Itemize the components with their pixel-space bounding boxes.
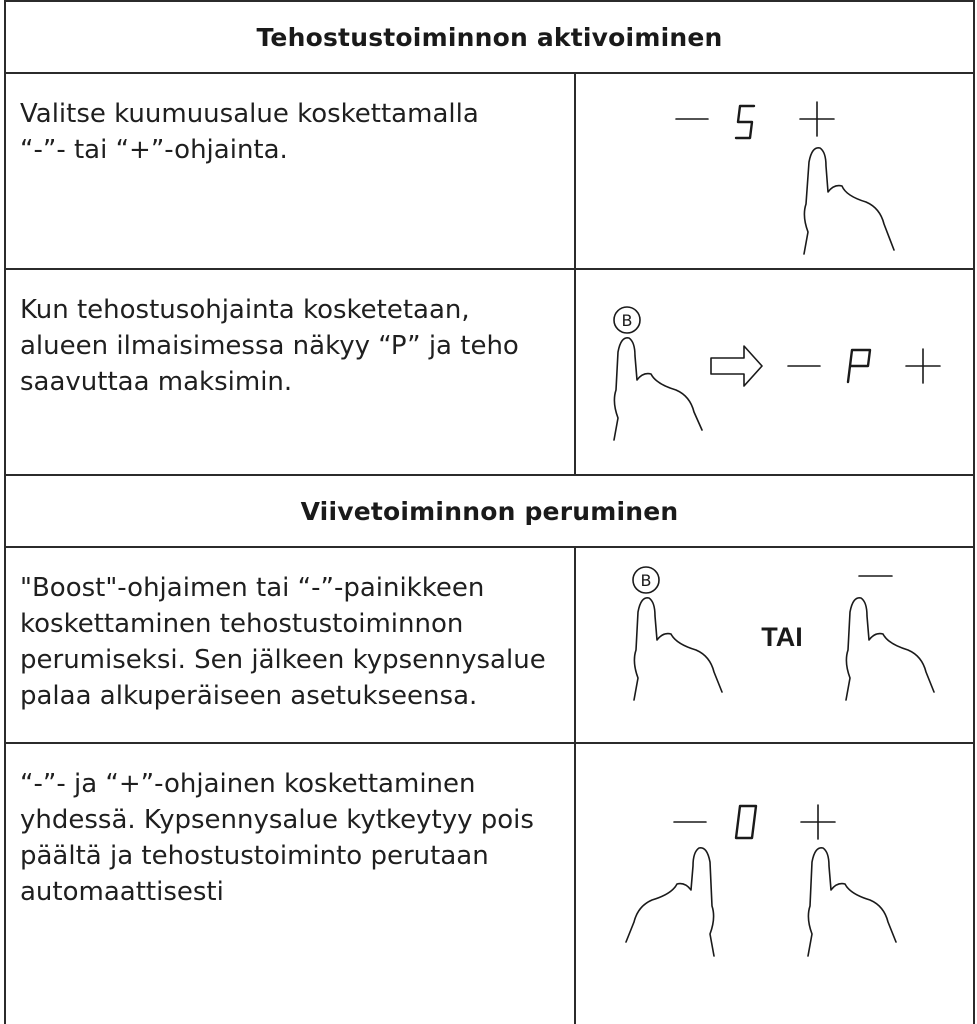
control-panel-figure xyxy=(625,804,897,957)
seven-segment-digit-icon xyxy=(846,348,872,384)
instruction-text: “-”- ja “+”-ohjainen koskettaminen yhdes… xyxy=(20,769,534,907)
finger-icon xyxy=(613,336,703,441)
finger-icon xyxy=(807,846,897,957)
boost-button-icon: B xyxy=(613,306,641,334)
control-panel-figure: B TAI xyxy=(632,566,935,701)
seven-segment-digit-icon xyxy=(734,804,758,840)
instruction-figure-cell xyxy=(576,744,973,1024)
instruction-text: Valitse kuumuusalue koskettamalla “-”- t… xyxy=(20,99,479,165)
svg-text:B: B xyxy=(622,311,633,330)
instruction-text-cell: "Boost"-ohjaimen tai “-”-painikkeen kosk… xyxy=(6,548,576,742)
section-header-cancel: Viivetoiminnon peruminen xyxy=(4,474,975,546)
finger-icon xyxy=(845,596,935,701)
instruction-figure-cell xyxy=(576,74,973,268)
finger-icon xyxy=(803,146,895,255)
or-label: TAI xyxy=(761,622,803,652)
arrow-right-outline-icon xyxy=(710,345,763,387)
instruction-figure-cell: B xyxy=(576,270,973,474)
finger-icon xyxy=(633,596,723,701)
instruction-text-cell: “-”- ja “+”-ohjainen koskettaminen yhdes… xyxy=(6,744,576,1024)
instruction-row-cancel-both: “-”- ja “+”-ohjainen koskettaminen yhdes… xyxy=(4,742,975,1024)
instruction-figure-cell: B TAI xyxy=(576,548,973,742)
section-title: Viivetoiminnon peruminen xyxy=(300,496,679,526)
finger-icon xyxy=(625,846,715,957)
instruction-text: "Boost"-ohjaimen tai “-”-painikkeen kosk… xyxy=(20,573,546,711)
section-header-boost-activation: Tehostustoiminnon aktivoiminen xyxy=(4,0,975,72)
plus-icon xyxy=(905,348,941,384)
seven-segment-digit-icon xyxy=(734,104,756,140)
instruction-table: Tehostustoiminnon aktivoiminen Valitse k… xyxy=(4,0,975,1024)
control-panel-figure xyxy=(675,101,895,255)
plus-icon xyxy=(800,804,836,840)
instruction-row-select-zone: Valitse kuumuusalue koskettamalla “-”- t… xyxy=(4,72,975,268)
svg-text:B: B xyxy=(641,571,652,590)
instruction-text-cell: Kun tehostusohjainta kosketetaan, alueen… xyxy=(6,270,576,474)
instruction-text-cell: Valitse kuumuusalue koskettamalla “-”- t… xyxy=(6,74,576,268)
control-panel-figure: B xyxy=(613,306,941,441)
boost-button-icon: B xyxy=(632,566,660,594)
instruction-row-cancel-boost: "Boost"-ohjaimen tai “-”-painikkeen kosk… xyxy=(4,546,975,742)
section-title: Tehostustoiminnon aktivoiminen xyxy=(256,22,723,52)
instruction-row-boost-touch: Kun tehostusohjainta kosketetaan, alueen… xyxy=(4,268,975,474)
plus-icon xyxy=(799,101,835,137)
instruction-text: Kun tehostusohjainta kosketetaan, alueen… xyxy=(20,295,519,397)
